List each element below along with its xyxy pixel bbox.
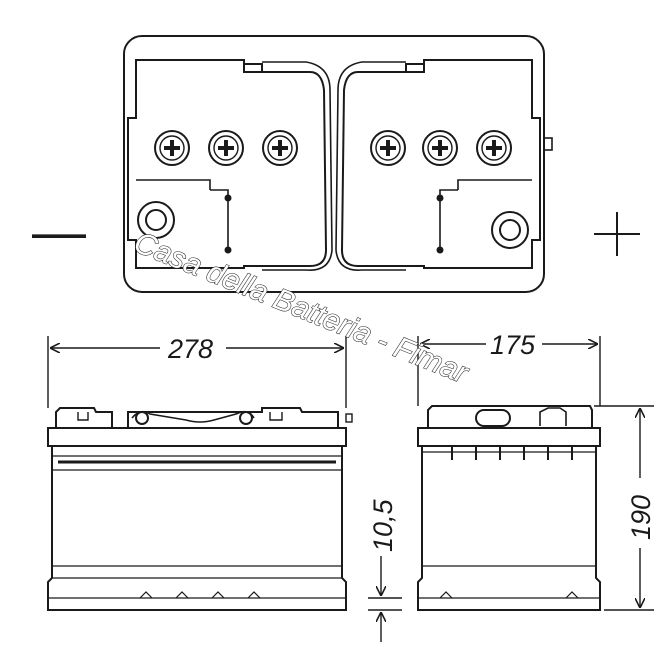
positive-terminal-post (491, 211, 529, 249)
front-view-body (47, 446, 347, 611)
cell-caps-left (154, 130, 298, 166)
front-view (47, 407, 353, 611)
watermark-text: Casa della Batteria - Fimar (129, 226, 473, 391)
dimension-width-label: 175 (490, 330, 536, 360)
negative-terminal-post (137, 201, 175, 239)
positive-terminal-sign (594, 212, 640, 256)
front-view-lid (47, 407, 347, 447)
dimension-length-label: 278 (167, 334, 213, 364)
top-view-outline (123, 35, 545, 293)
dimension-base (368, 556, 402, 642)
top-view-left-panel (127, 59, 328, 269)
dimension-height-label: 190 (626, 495, 656, 540)
side-view-body (417, 446, 601, 611)
negative-terminal-sign: — (32, 202, 86, 262)
top-view (123, 35, 553, 293)
dimension-height (594, 405, 654, 611)
top-view-right-panel (340, 59, 541, 269)
dimension-length (47, 336, 347, 408)
dimension-width (417, 336, 601, 406)
side-view (417, 405, 601, 611)
side-view-lid (417, 405, 601, 447)
cell-caps-right (370, 130, 512, 166)
dimension-base-label: 10,5 (368, 498, 398, 552)
